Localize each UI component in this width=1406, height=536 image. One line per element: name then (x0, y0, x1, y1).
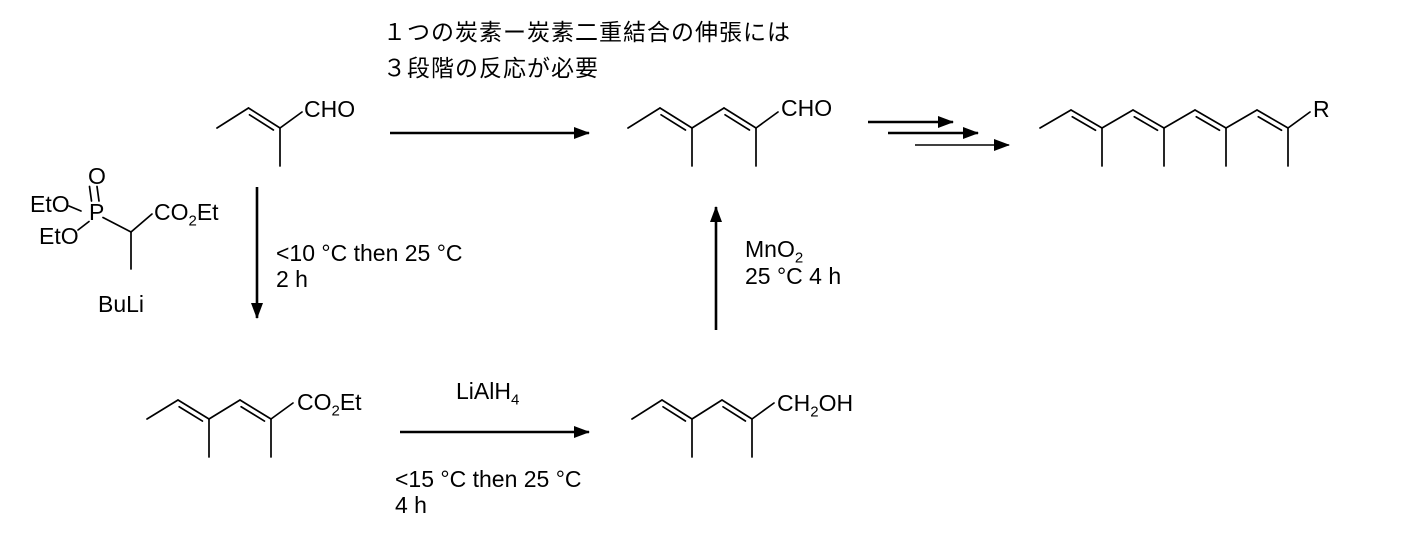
bond (691, 399, 723, 420)
bond (146, 399, 179, 420)
dienal-cho-label: CHO (781, 95, 833, 121)
double-bond-inner (722, 405, 747, 422)
bond (659, 107, 693, 129)
bond-to-label (751, 402, 775, 420)
bond-to-label (1287, 111, 1311, 129)
bond (1194, 109, 1227, 129)
reduction-reagent-label: LiAlH4 (456, 378, 520, 409)
ch-ester-bond (130, 213, 153, 233)
double-bond-inner (1133, 115, 1159, 132)
p-o-double-bond (96, 185, 100, 202)
double-bond-inner (660, 113, 687, 131)
bond (177, 399, 210, 420)
molecule-drawings (146, 107, 1311, 458)
bond (1101, 109, 1134, 129)
bond (1256, 109, 1289, 129)
bond (691, 107, 725, 129)
double-bond-inner (178, 405, 204, 422)
double-bond-inner (724, 113, 751, 131)
bond (721, 399, 753, 420)
phosphonate-ester-label: CO2Et (154, 199, 219, 230)
polyene-skeleton (1039, 109, 1311, 167)
double-bond-inner (248, 113, 275, 131)
diene-alcohol-label: CH2OH (777, 390, 854, 421)
double-bond-inner (240, 405, 266, 422)
phosphonate-ethoxy-bottom-label: EtO (39, 223, 79, 249)
double-bond-inner (1071, 115, 1097, 132)
bond (239, 399, 272, 420)
p-ch-bond (102, 216, 132, 233)
note-line-2: ３段階の反応が必要 (383, 55, 599, 81)
oxidation-conditions-line1: 25 °C 4 h (745, 263, 842, 289)
diene-ester-label: CO2Et (297, 389, 362, 420)
bond-to-label (279, 111, 303, 129)
bond (627, 107, 661, 129)
bond (631, 399, 663, 420)
oxidation-reagent-label: MnO2 (745, 236, 804, 267)
double-bond-inner (662, 405, 687, 422)
bond (208, 399, 241, 420)
bond (723, 107, 757, 129)
diene-ester-skeleton (146, 399, 294, 458)
buli-label: BuLi (98, 291, 145, 317)
bond (1163, 109, 1196, 129)
polyene-r-label: R (1313, 96, 1330, 122)
phosphonate-phosphorus-label: P (89, 199, 105, 225)
bond (247, 107, 281, 129)
double-bond-inner (1257, 115, 1283, 132)
olefination-conditions-line1: <10 °C then 25 °C (276, 240, 463, 266)
bond (1132, 109, 1165, 129)
eto-p-bond (77, 220, 90, 231)
reduction-conditions-line1: <15 °C then 25 °C (395, 466, 582, 492)
tiglaldehyde-skeleton (216, 107, 303, 167)
bond (216, 107, 250, 129)
bond (1225, 109, 1258, 129)
phosphonate-skeleton (68, 185, 153, 270)
tiglaldehyde-cho-label: CHO (304, 96, 356, 122)
bond-to-label (270, 402, 294, 420)
bond-to-label (755, 111, 779, 129)
bond (1039, 109, 1072, 129)
bond (661, 399, 693, 420)
note-line-1: １つの炭素ー炭素二重結合の伸張には (383, 19, 791, 45)
bond (1070, 109, 1103, 129)
arrow-multistep-right (868, 116, 1010, 151)
phosphonate-oxygen-label: O (88, 163, 106, 189)
p-o-double-bond (88, 185, 93, 202)
phosphonate-ethoxy-top-label: EtO (30, 191, 70, 217)
dienal-skeleton (627, 107, 779, 167)
eto-p-bond (68, 205, 82, 212)
olefination-conditions-line2: 2 h (276, 266, 308, 292)
reduction-conditions-line2: 4 h (395, 492, 427, 518)
diene-alcohol-skeleton (631, 399, 775, 458)
double-bond-inner (1195, 115, 1221, 132)
